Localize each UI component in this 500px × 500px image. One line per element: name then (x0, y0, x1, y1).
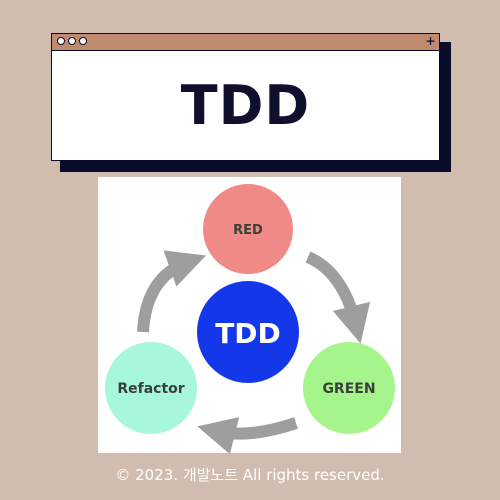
window-dot-icon[interactable] (68, 37, 76, 45)
cycle-svg: RED TDD GREEN Refactor (105, 184, 395, 453)
window-dot-icon[interactable] (57, 37, 65, 45)
plus-icon[interactable]: + (425, 32, 435, 50)
node-center: TDD (197, 281, 299, 383)
tdd-cycle-diagram: RED TDD GREEN Refactor (98, 177, 401, 453)
node-red-label: RED (233, 223, 263, 238)
node-center-label: TDD (215, 317, 281, 350)
arrow-refactor-to-red-icon (137, 250, 207, 333)
node-red: RED (203, 184, 293, 274)
node-refactor: Refactor (105, 342, 197, 434)
app-window: + TDD (51, 32, 440, 161)
copyright-footer: © 2023. 개발노트 All rights reserved. (115, 466, 385, 484)
node-green-label: GREEN (322, 381, 375, 397)
window-dot-icon[interactable] (79, 37, 87, 45)
page-title: TDD (180, 74, 311, 137)
window-controls (57, 37, 87, 45)
node-refactor-label: Refactor (117, 381, 184, 397)
arrow-red-to-green-icon (305, 251, 371, 344)
node-green: GREEN (303, 342, 395, 434)
arrow-green-to-refactor-icon (197, 417, 298, 453)
window-titlebar: + (52, 32, 439, 51)
